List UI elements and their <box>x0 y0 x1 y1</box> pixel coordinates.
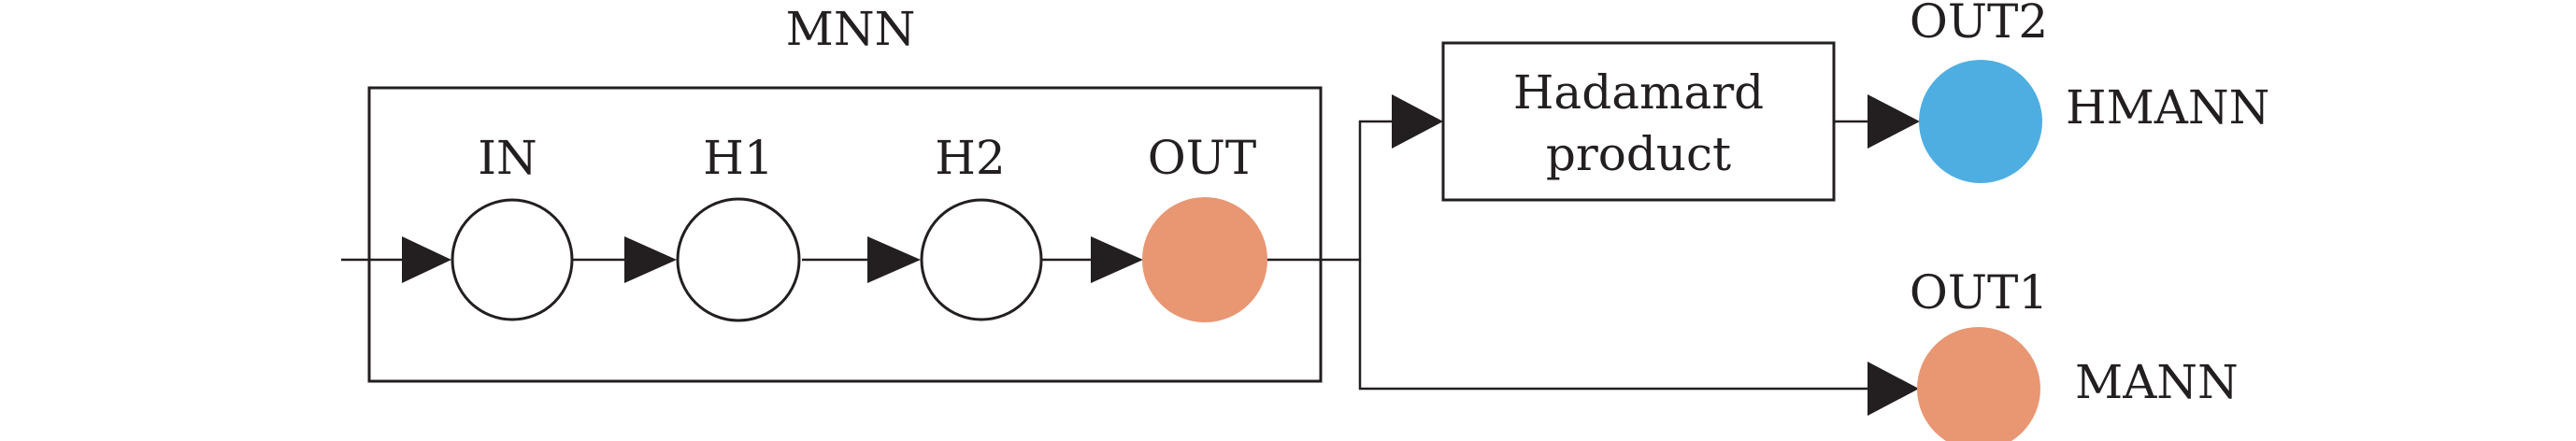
node-label-in: IN <box>478 131 537 185</box>
arrow-to-out1 <box>1868 362 1919 416</box>
out1-label: OUT1 <box>1910 265 2048 320</box>
arrow-to-h2 <box>867 236 921 283</box>
hadamard-label-line1: Hadamard <box>1513 65 1764 120</box>
node-label-h1: H1 <box>703 131 773 185</box>
hadamard-label-line2: product <box>1546 127 1731 181</box>
node-h2 <box>920 198 1043 321</box>
node-label-h2: H2 <box>935 131 1005 185</box>
out2-label: OUT2 <box>1910 0 2048 49</box>
node-out2 <box>1919 60 2042 183</box>
out2-model-label: HMANN <box>2066 80 2269 135</box>
mnn-title: MNN <box>786 2 916 56</box>
arrow-to-hadamard <box>1392 94 1443 149</box>
node-in <box>451 198 574 321</box>
arrow-to-out2 <box>1868 94 1920 149</box>
arrow-to-h1 <box>624 236 677 283</box>
mnn-box <box>367 86 1323 383</box>
node-out <box>1142 197 1267 322</box>
arrow-to-out <box>1091 236 1143 283</box>
arrow-to-in <box>402 236 451 283</box>
branch-wire-lower <box>1358 260 1868 391</box>
out1-model-label: MANN <box>2075 355 2239 409</box>
node-label-out: OUT <box>1148 131 1256 185</box>
node-h1 <box>676 197 801 322</box>
branch-wire-upper <box>1267 120 1392 262</box>
node-out1 <box>1917 327 2040 441</box>
